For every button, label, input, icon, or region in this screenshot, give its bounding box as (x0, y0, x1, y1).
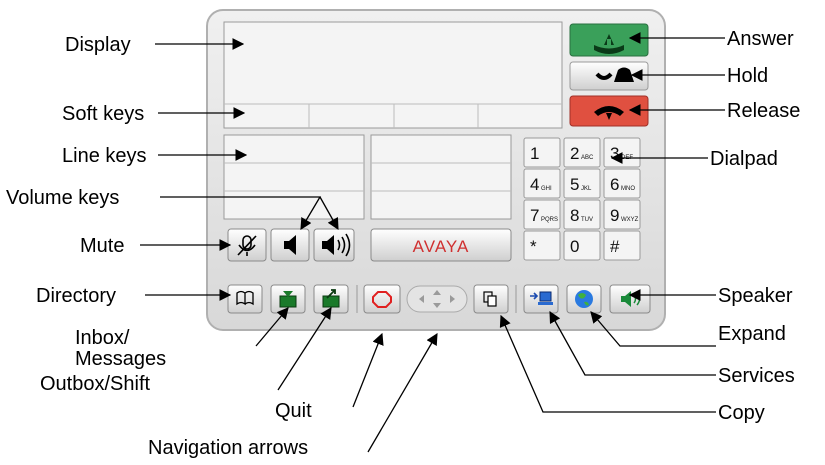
dialpad-letters: PQRS (541, 217, 558, 223)
label-navigation-arrows: Navigation arrows (148, 437, 308, 459)
dialpad-digit: 0 (570, 237, 579, 256)
dialpad-key[interactable] (563, 137, 601, 168)
dialpad-digit: 8 (570, 206, 579, 225)
dialpad-key[interactable] (523, 230, 561, 261)
label-speaker: Speaker (718, 285, 793, 307)
label-services: Services (718, 365, 795, 387)
inbox-icon (279, 291, 297, 308)
dialpad-letters: MNO (621, 186, 635, 192)
label-directory: Directory (36, 285, 116, 307)
copy-icon (483, 291, 497, 307)
dialpad-key[interactable] (523, 137, 561, 168)
dialpad-key[interactable] (603, 199, 641, 230)
display-screen (223, 21, 563, 129)
dialpad-key[interactable] (523, 199, 561, 230)
quit-button[interactable] (363, 284, 401, 314)
label-dialpad: Dialpad (710, 148, 778, 170)
label-outbox: Outbox/Shift (40, 373, 151, 395)
dialpad-key[interactable] (563, 230, 601, 261)
label-display: Display (65, 34, 131, 56)
dialpad-digit: 6 (610, 175, 619, 194)
label-soft-keys: Soft keys (62, 103, 144, 125)
dialpad-digit: 7 (530, 206, 539, 225)
label-inbox-line1: Inbox/ (75, 327, 130, 349)
globe-icon (575, 290, 593, 308)
release-icon (594, 106, 624, 120)
dialpad-key[interactable] (563, 168, 601, 199)
outbox-icon (322, 289, 340, 308)
label-mute: Mute (80, 235, 124, 257)
dialpad-key[interactable] (603, 230, 641, 261)
label-inbox-line2: Messages (75, 348, 166, 370)
mute-icon (237, 235, 257, 256)
dialpad-key[interactable] (563, 199, 601, 230)
dialpad-digit: # (610, 237, 620, 256)
dialpad-key[interactable] (603, 168, 641, 199)
label-release: Release (727, 100, 800, 122)
services-icon (530, 291, 553, 305)
label-copy: Copy (718, 402, 765, 424)
line-keys-right[interactable] (370, 134, 512, 220)
dialpad-digit: 1 (530, 144, 539, 163)
answer-button[interactable] (569, 23, 649, 57)
dialpad-key[interactable] (523, 168, 561, 199)
dialpad-digit: 4 (530, 175, 539, 194)
dialpad-digit: 3 (610, 144, 619, 163)
answer-icon (594, 34, 624, 54)
brand-panel (370, 228, 512, 262)
dialpad-letters: GHI (541, 186, 552, 192)
dialpad-letters: WXYZ (621, 217, 639, 223)
label-expand: Expand (718, 323, 786, 345)
quit-icon (372, 291, 392, 308)
label-line-keys: Line keys (62, 145, 147, 167)
brand-logo: AVAYA (413, 237, 470, 256)
dialpad-digit: 9 (610, 206, 619, 225)
navigation-pad[interactable] (406, 285, 468, 313)
line-keys-left[interactable] (223, 134, 365, 220)
volume-up-icon (322, 233, 351, 257)
book-icon (236, 290, 254, 306)
hold-icon (595, 72, 613, 80)
dialpad-digit: 2 (570, 144, 579, 163)
label-answer: Answer (727, 28, 794, 50)
dialpad-digit: 5 (570, 175, 579, 194)
label-quit: Quit (275, 400, 312, 422)
label-volume-keys: Volume keys (6, 187, 119, 209)
label-hold: Hold (727, 65, 768, 87)
dialpad-letters: JKL (581, 186, 592, 192)
dialpad-digit: * (530, 237, 537, 256)
navigation-arrows-icon (419, 290, 455, 308)
dialpad-letters: ABC (581, 155, 594, 161)
dialpad-letters: TUV (581, 217, 593, 223)
volume-down-icon (284, 235, 296, 255)
